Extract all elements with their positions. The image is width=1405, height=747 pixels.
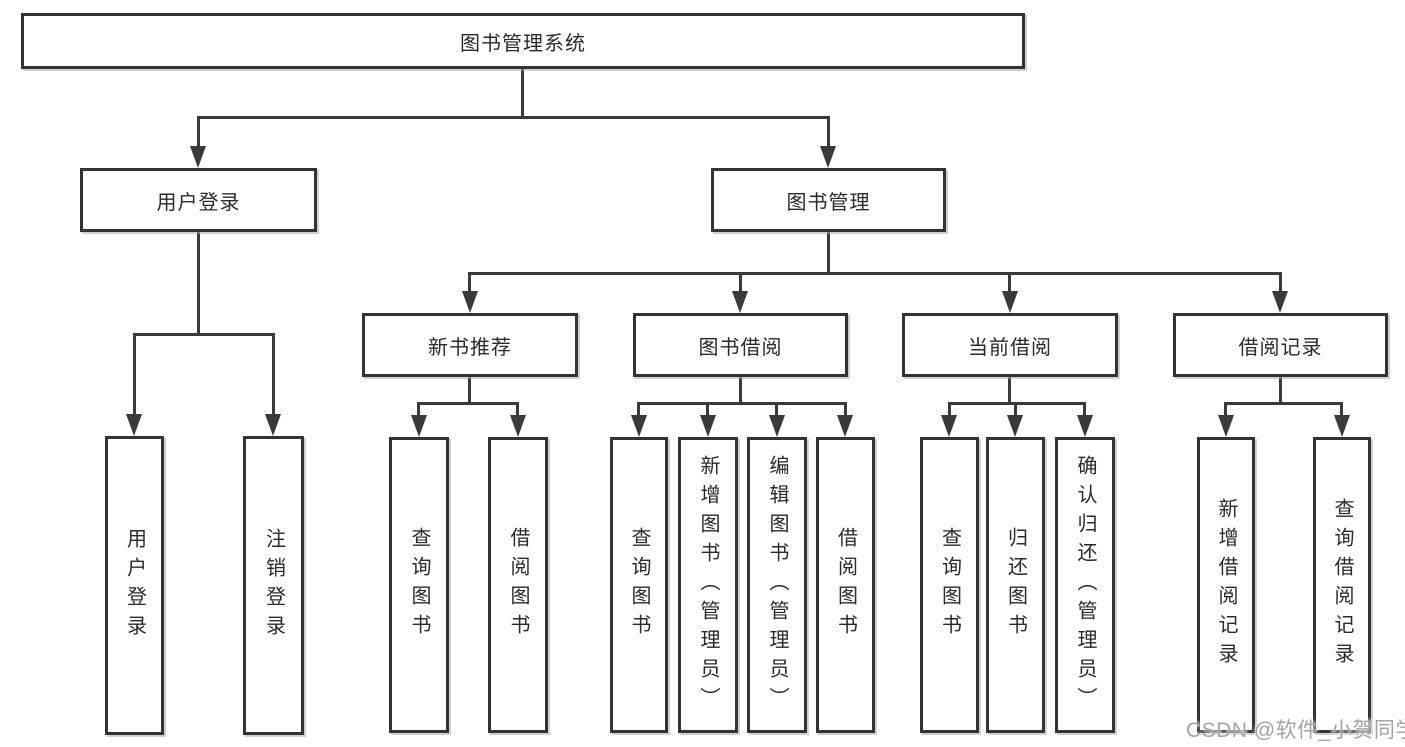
connector-to-bb-add	[706, 402, 709, 422]
leaf-cb-query-books: 查询图书	[920, 437, 979, 733]
leaf-user-login-label: 用户登录	[123, 527, 146, 644]
connector-book-management-split	[468, 272, 1282, 275]
node-borrowing-records-label: 借阅记录	[1238, 336, 1323, 359]
connector-to-nbr-query	[417, 402, 420, 422]
node-root-library-system: 图书管理系统	[21, 13, 1025, 69]
leaf-br-query-record-label: 查询借阅记录	[1331, 498, 1353, 672]
arrowhead-to-br-query	[1334, 415, 1350, 437]
connector-root-split	[197, 116, 830, 119]
arrowhead-to-bb-query	[631, 415, 647, 437]
arrowhead-to-bb-borrow	[837, 415, 853, 437]
connector-br-split	[1224, 402, 1342, 405]
connector-to-leaf-user-login	[133, 333, 136, 416]
connector-to-cb-return	[1014, 402, 1017, 422]
leaf-cb-query-books-label: 查询图书	[938, 527, 961, 643]
connector-to-cb-query	[948, 402, 951, 422]
arrowhead-to-book-management	[820, 146, 836, 168]
node-new-book-recommend: 新书推荐	[362, 313, 578, 377]
connector-to-leaf-logout	[272, 333, 275, 416]
arrowhead-to-current-borrowing	[1002, 291, 1018, 313]
node-book-management-branch: 图书管理	[711, 168, 946, 232]
connector-to-br-query	[1340, 402, 1343, 422]
leaf-bb-edit-books-label: 编辑图书（管理员）	[766, 454, 788, 716]
arrowhead-to-new-book-recommend	[462, 291, 478, 313]
arrowhead-to-user-login	[190, 146, 206, 168]
leaf-cb-return-books-label: 归还图书	[1004, 527, 1027, 643]
connector-to-bb-edit	[775, 402, 778, 422]
connector-br-stem	[1279, 377, 1282, 404]
node-book-borrowing-label: 图书借阅	[698, 336, 783, 359]
connector-to-new-book-recommend	[468, 272, 471, 294]
node-root-label: 图书管理系统	[460, 32, 586, 55]
connector-to-current-borrowing	[1008, 272, 1011, 294]
node-current-borrowing-label: 当前借阅	[968, 336, 1052, 359]
connector-to-book-borrowing	[739, 272, 742, 294]
leaf-cb-return-books: 归还图书	[986, 437, 1045, 733]
node-current-borrowing: 当前借阅	[902, 313, 1118, 377]
arrowhead-to-nbr-query	[411, 415, 427, 437]
arrowhead-to-leaf-logout	[265, 414, 281, 436]
leaf-cb-confirm-return-label: 确认归还（管理员）	[1074, 454, 1096, 716]
connector-root-stem	[521, 69, 524, 118]
arrowhead-to-nbr-borrow	[510, 415, 526, 437]
leaf-logout-label: 注销登录	[262, 527, 285, 644]
connector-nbr-stem	[468, 377, 471, 404]
leaf-bb-query-books: 查询图书	[610, 437, 668, 733]
leaf-logout: 注销登录	[243, 436, 304, 735]
connector-cb-stem	[1008, 377, 1011, 404]
csdn-watermark: CSDN @软件_小贺同学	[1186, 719, 1405, 742]
node-book-borrowing: 图书借阅	[633, 313, 848, 377]
leaf-cb-confirm-return: 确认归还（管理员）	[1055, 437, 1115, 733]
connector-book-management-stem	[827, 232, 830, 274]
leaf-bb-query-books-label: 查询图书	[628, 527, 650, 643]
connector-to-book-management	[827, 116, 830, 148]
leaf-bb-edit-books: 编辑图书（管理员）	[747, 437, 807, 733]
leaf-nbr-query-books-label: 查询图书	[408, 527, 430, 643]
arrowhead-to-cb-query	[941, 415, 957, 437]
leaf-br-add-record-label: 新增借阅记录	[1215, 498, 1237, 672]
arrowhead-to-cb-return	[1007, 415, 1023, 437]
node-user-login-label: 用户登录	[156, 191, 241, 214]
connector-to-br-add	[1224, 402, 1227, 422]
node-borrowing-records: 借阅记录	[1173, 313, 1388, 377]
arrowhead-to-br-add	[1218, 415, 1234, 437]
leaf-br-add-record: 新增借阅记录	[1197, 437, 1255, 733]
arrowhead-to-leaf-user-login	[126, 414, 142, 436]
node-new-book-recommend-label: 新书推荐	[428, 336, 512, 359]
arrowhead-to-cb-confirm	[1077, 415, 1093, 437]
leaf-nbr-query-books: 查询图书	[389, 437, 449, 733]
leaf-bb-borrow-books-label: 借阅图书	[834, 527, 857, 643]
leaf-bb-add-books-label: 新增图书（管理员）	[697, 454, 719, 716]
connector-to-bb-borrow	[844, 402, 847, 422]
connector-to-bb-query	[637, 402, 640, 422]
leaf-user-login: 用户登录	[105, 436, 164, 735]
connector-to-user-login	[197, 116, 200, 148]
arrowhead-to-bb-edit	[769, 415, 785, 437]
connector-bb-split	[637, 402, 845, 405]
node-book-management-label: 图书管理	[786, 191, 871, 214]
connector-nbr-split	[418, 402, 519, 405]
leaf-nbr-borrow-books: 借阅图书	[488, 437, 548, 733]
connector-bb-stem	[739, 377, 742, 404]
leaf-bb-borrow-books: 借阅图书	[816, 437, 875, 733]
arrowhead-to-bb-add	[700, 415, 716, 437]
leaf-br-query-record: 查询借阅记录	[1313, 437, 1371, 733]
leaf-bb-add-books: 新增图书（管理员）	[678, 437, 738, 733]
connector-to-nbr-borrow	[516, 402, 519, 422]
leaf-nbr-borrow-books-label: 借阅图书	[507, 527, 529, 643]
arrowhead-to-borrowing-records	[1272, 291, 1288, 313]
connector-user-login-split	[133, 333, 275, 336]
connector-to-cb-confirm	[1083, 402, 1086, 422]
arrowhead-to-book-borrowing	[732, 291, 748, 313]
connector-user-login-stem	[197, 232, 200, 335]
node-user-login-branch: 用户登录	[80, 168, 317, 232]
connector-to-borrowing-records	[1279, 272, 1282, 294]
